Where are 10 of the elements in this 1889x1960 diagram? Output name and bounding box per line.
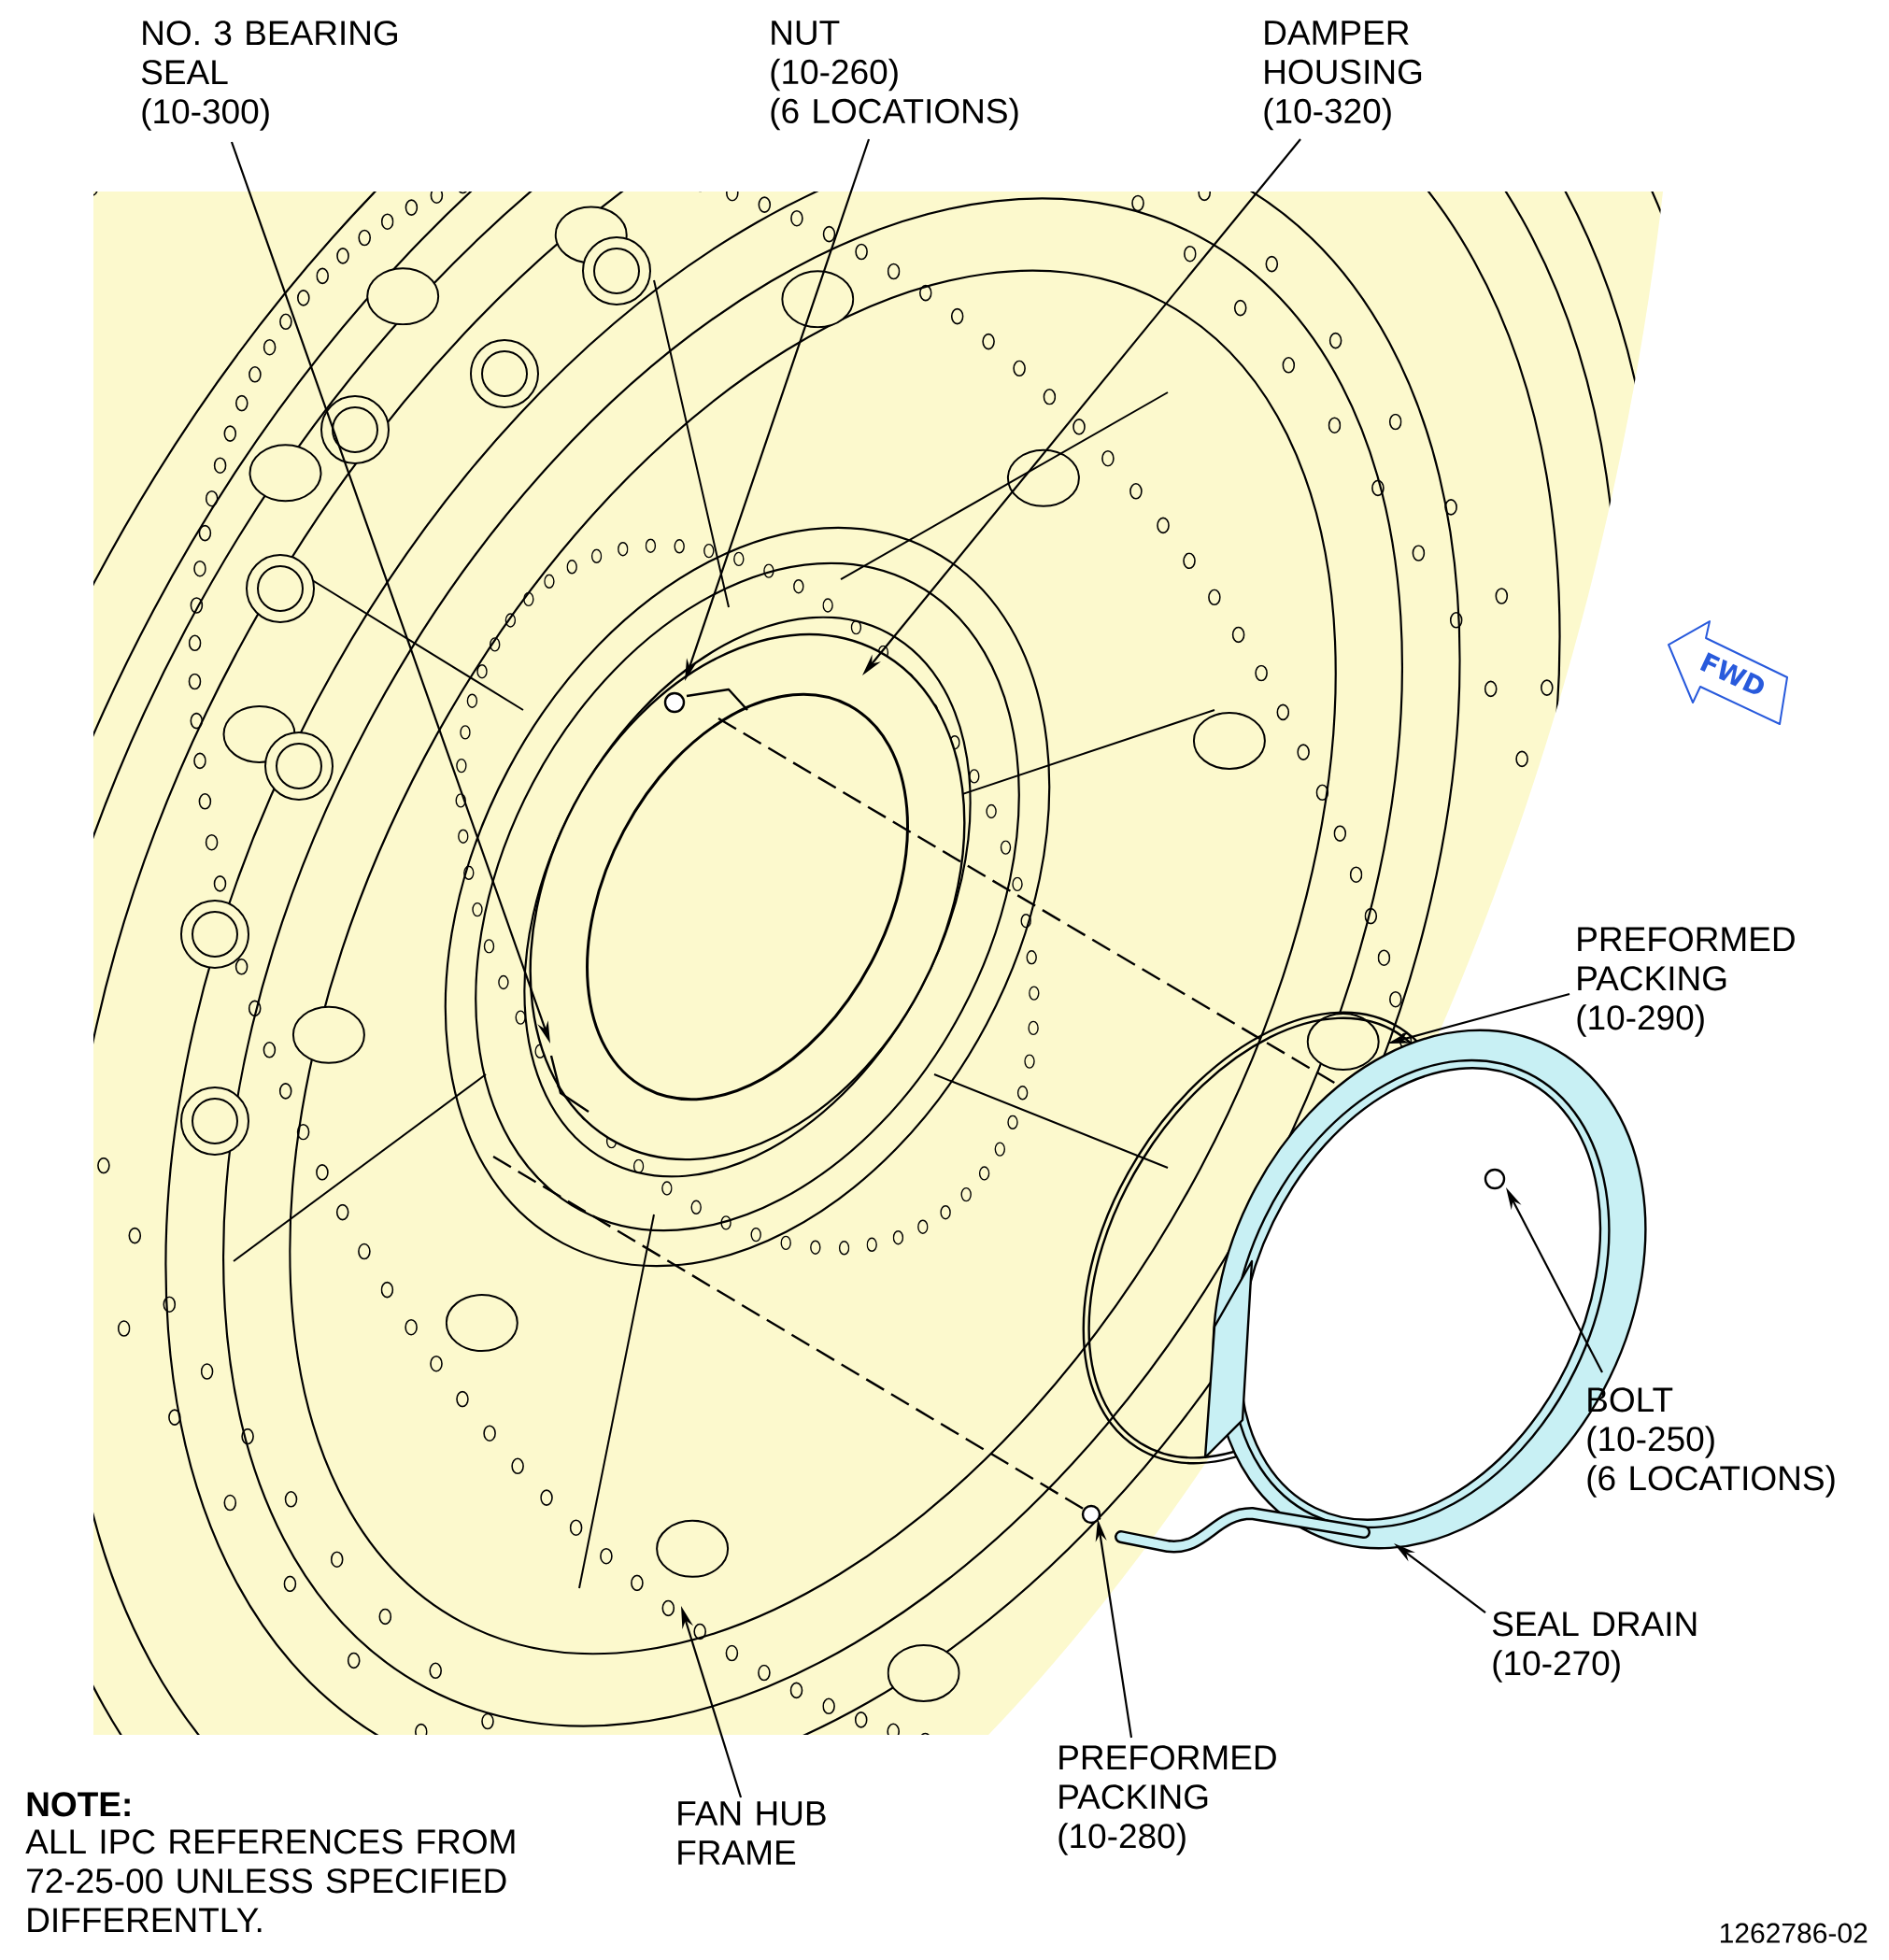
callout-label: DAMPER HOUSING (10-320) xyxy=(1264,21,1422,131)
callout-label: NO. 3 BEARING SEAL (10-300) xyxy=(141,21,397,131)
callout-label: PREFORMED PACKING (10-290) xyxy=(1577,927,1795,1037)
note-heading: NOTE: xyxy=(27,1792,130,1817)
callout-label: NUT (10-260) (6 LOCATIONS) xyxy=(771,21,1018,131)
callout-label: FAN HUB FRAME xyxy=(678,1801,826,1865)
note-text: ALL IPC REFERENCES FROM 72-25-00 UNLESS SPECIFIED DIFFERENTLY. xyxy=(25,1829,515,1933)
figure-number: 1262786-02 xyxy=(1720,1923,1868,1943)
callout-label: PREFORMED PACKING (10-280) xyxy=(1058,1745,1276,1855)
callout-label: SEAL DRAIN (10-270) xyxy=(1492,1612,1697,1683)
